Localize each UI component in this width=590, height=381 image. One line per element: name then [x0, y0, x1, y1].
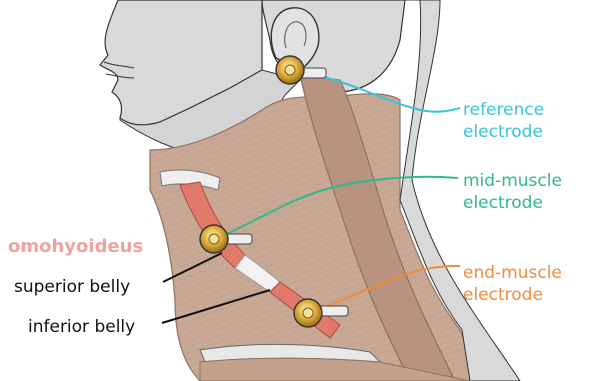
muscle-name-label: omohyoideus: [8, 236, 143, 258]
mid-muscle-label-line2: electrode: [463, 192, 562, 214]
end-muscle-electrode-label: end-muscle electrode: [463, 262, 562, 306]
end-muscle-label-line2: electrode: [463, 284, 562, 306]
superior-belly-label: superior belly: [14, 276, 130, 298]
mid-muscle-electrode-label: mid-muscle electrode: [463, 170, 562, 214]
reference-label-line2: electrode: [463, 121, 544, 143]
reference-electrode-label: reference electrode: [463, 99, 544, 143]
reference-label-line1: reference: [463, 99, 544, 121]
mid-muscle-label-line1: mid-muscle: [463, 170, 562, 192]
inferior-belly-label: inferior belly: [28, 316, 135, 338]
end-muscle-label-line1: end-muscle: [463, 262, 562, 284]
